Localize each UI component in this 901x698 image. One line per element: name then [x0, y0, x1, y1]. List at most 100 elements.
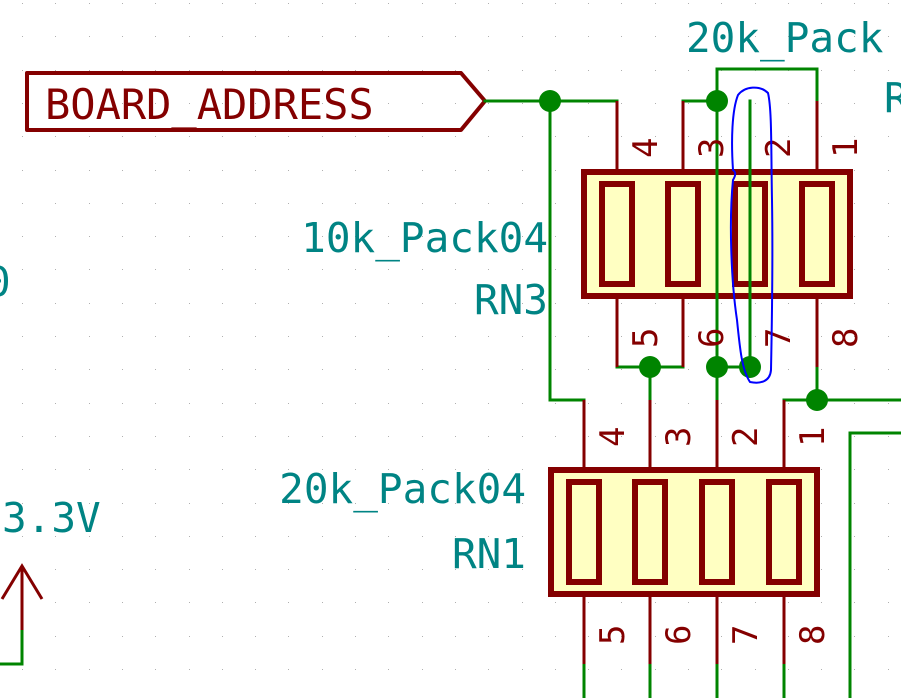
grid-dot	[821, 669, 822, 670]
component-reference: RN3	[474, 276, 548, 324]
grid-dot	[255, 536, 256, 537]
grid-dot	[621, 3, 622, 4]
grid-dot	[854, 269, 855, 270]
grid-dot	[588, 103, 589, 104]
grid-dot	[189, 3, 190, 4]
grid-dot	[55, 70, 56, 71]
grid-dot	[222, 569, 223, 570]
global-label-board-address[interactable]: BOARD_ADDRESS	[25, 71, 487, 132]
pin-number: 8	[793, 625, 833, 645]
grid-dot	[89, 70, 90, 71]
grid-dot	[721, 3, 722, 4]
grid-dot	[22, 336, 23, 337]
grid-dot	[621, 403, 622, 404]
grid-dot	[288, 103, 289, 104]
grid-dot	[189, 669, 190, 670]
grid-dot	[255, 669, 256, 670]
grid-dot	[422, 70, 423, 71]
grid-dot	[688, 602, 689, 603]
grid-dot	[788, 436, 789, 437]
grid-dot	[355, 103, 356, 104]
grid-dot	[522, 136, 523, 137]
pin-number: 7	[726, 625, 766, 645]
grid-dot	[22, 236, 23, 237]
grid-dot	[388, 602, 389, 603]
grid-dot	[588, 303, 589, 304]
grid-dot	[55, 36, 56, 37]
grid-dot	[854, 369, 855, 370]
grid-dot	[189, 403, 190, 404]
grid-dot	[522, 3, 523, 4]
grid-dot	[189, 269, 190, 270]
component-rn3[interactable]: 4 3 2 1 5 6 7 8 10k_Pack04 RN3	[301, 99, 866, 369]
grid-dot	[189, 503, 190, 504]
grid-dot	[388, 569, 389, 570]
grid-dot	[522, 403, 523, 404]
grid-dot	[122, 369, 123, 370]
global-label-outline	[25, 71, 487, 132]
grid-dot	[322, 569, 323, 570]
grid-dot	[222, 3, 223, 4]
grid-dot	[655, 136, 656, 137]
pin-number: 1	[793, 427, 833, 447]
grid-dot	[455, 70, 456, 71]
grid-dot	[255, 136, 256, 137]
grid-dot	[588, 669, 589, 670]
wire	[715, 67, 819, 103]
grid-dot	[355, 269, 356, 270]
grid-dot	[422, 403, 423, 404]
grid-dot	[155, 569, 156, 570]
grid-dot	[355, 70, 356, 71]
grid-dot	[255, 36, 256, 37]
grid-dot	[155, 203, 156, 204]
grid-dot	[422, 669, 423, 670]
grid-dot	[388, 503, 389, 504]
pin-number: 4	[593, 427, 633, 447]
grid-dot	[189, 303, 190, 304]
grid-dot	[888, 436, 889, 437]
grid-dot	[621, 636, 622, 637]
grid-dot	[422, 636, 423, 637]
grid-dot	[388, 369, 389, 370]
grid-dot	[721, 303, 722, 304]
grid-dot	[655, 436, 656, 437]
grid-dot	[22, 36, 23, 37]
grid-dot	[655, 669, 656, 670]
grid-dot	[222, 469, 223, 470]
junction-dot	[806, 389, 828, 411]
grid-dot	[688, 669, 689, 670]
grid-dot	[255, 103, 256, 104]
grid-dot	[455, 569, 456, 570]
grid-dot	[89, 203, 90, 204]
grid-dot	[22, 136, 23, 137]
grid-dot	[55, 503, 56, 504]
grid-dot	[55, 136, 56, 137]
grid-dot	[355, 336, 356, 337]
grid-dot	[55, 636, 56, 637]
grid-dot	[455, 536, 456, 537]
grid-dot	[355, 602, 356, 603]
grid-dot	[821, 103, 822, 104]
grid-dot	[688, 70, 689, 71]
grid-dot	[189, 170, 190, 171]
component-rn1[interactable]: 4 3 2 1 5 6 7 8 20k_Pack04 RN1	[279, 400, 833, 664]
grid-dot	[455, 36, 456, 37]
grid-dot	[422, 536, 423, 537]
grid-dot	[621, 70, 622, 71]
grid-dot	[621, 602, 622, 603]
grid-dot	[422, 503, 423, 504]
pin-numbers-top: 4 3 2 1	[626, 138, 866, 158]
grid-dot	[222, 369, 223, 370]
grid-dot	[821, 3, 822, 4]
grid-dot	[455, 403, 456, 404]
grid-dot	[422, 103, 423, 104]
grid-dot	[189, 569, 190, 570]
grid-dot	[155, 36, 156, 37]
component-value: 20k_Pack04	[279, 465, 526, 513]
grid-dot	[488, 636, 489, 637]
grid-dot	[821, 336, 822, 337]
power-symbol-3v3[interactable]: 3.3V	[0, 494, 101, 630]
grid-dot	[422, 436, 423, 437]
grid-dot	[788, 369, 789, 370]
